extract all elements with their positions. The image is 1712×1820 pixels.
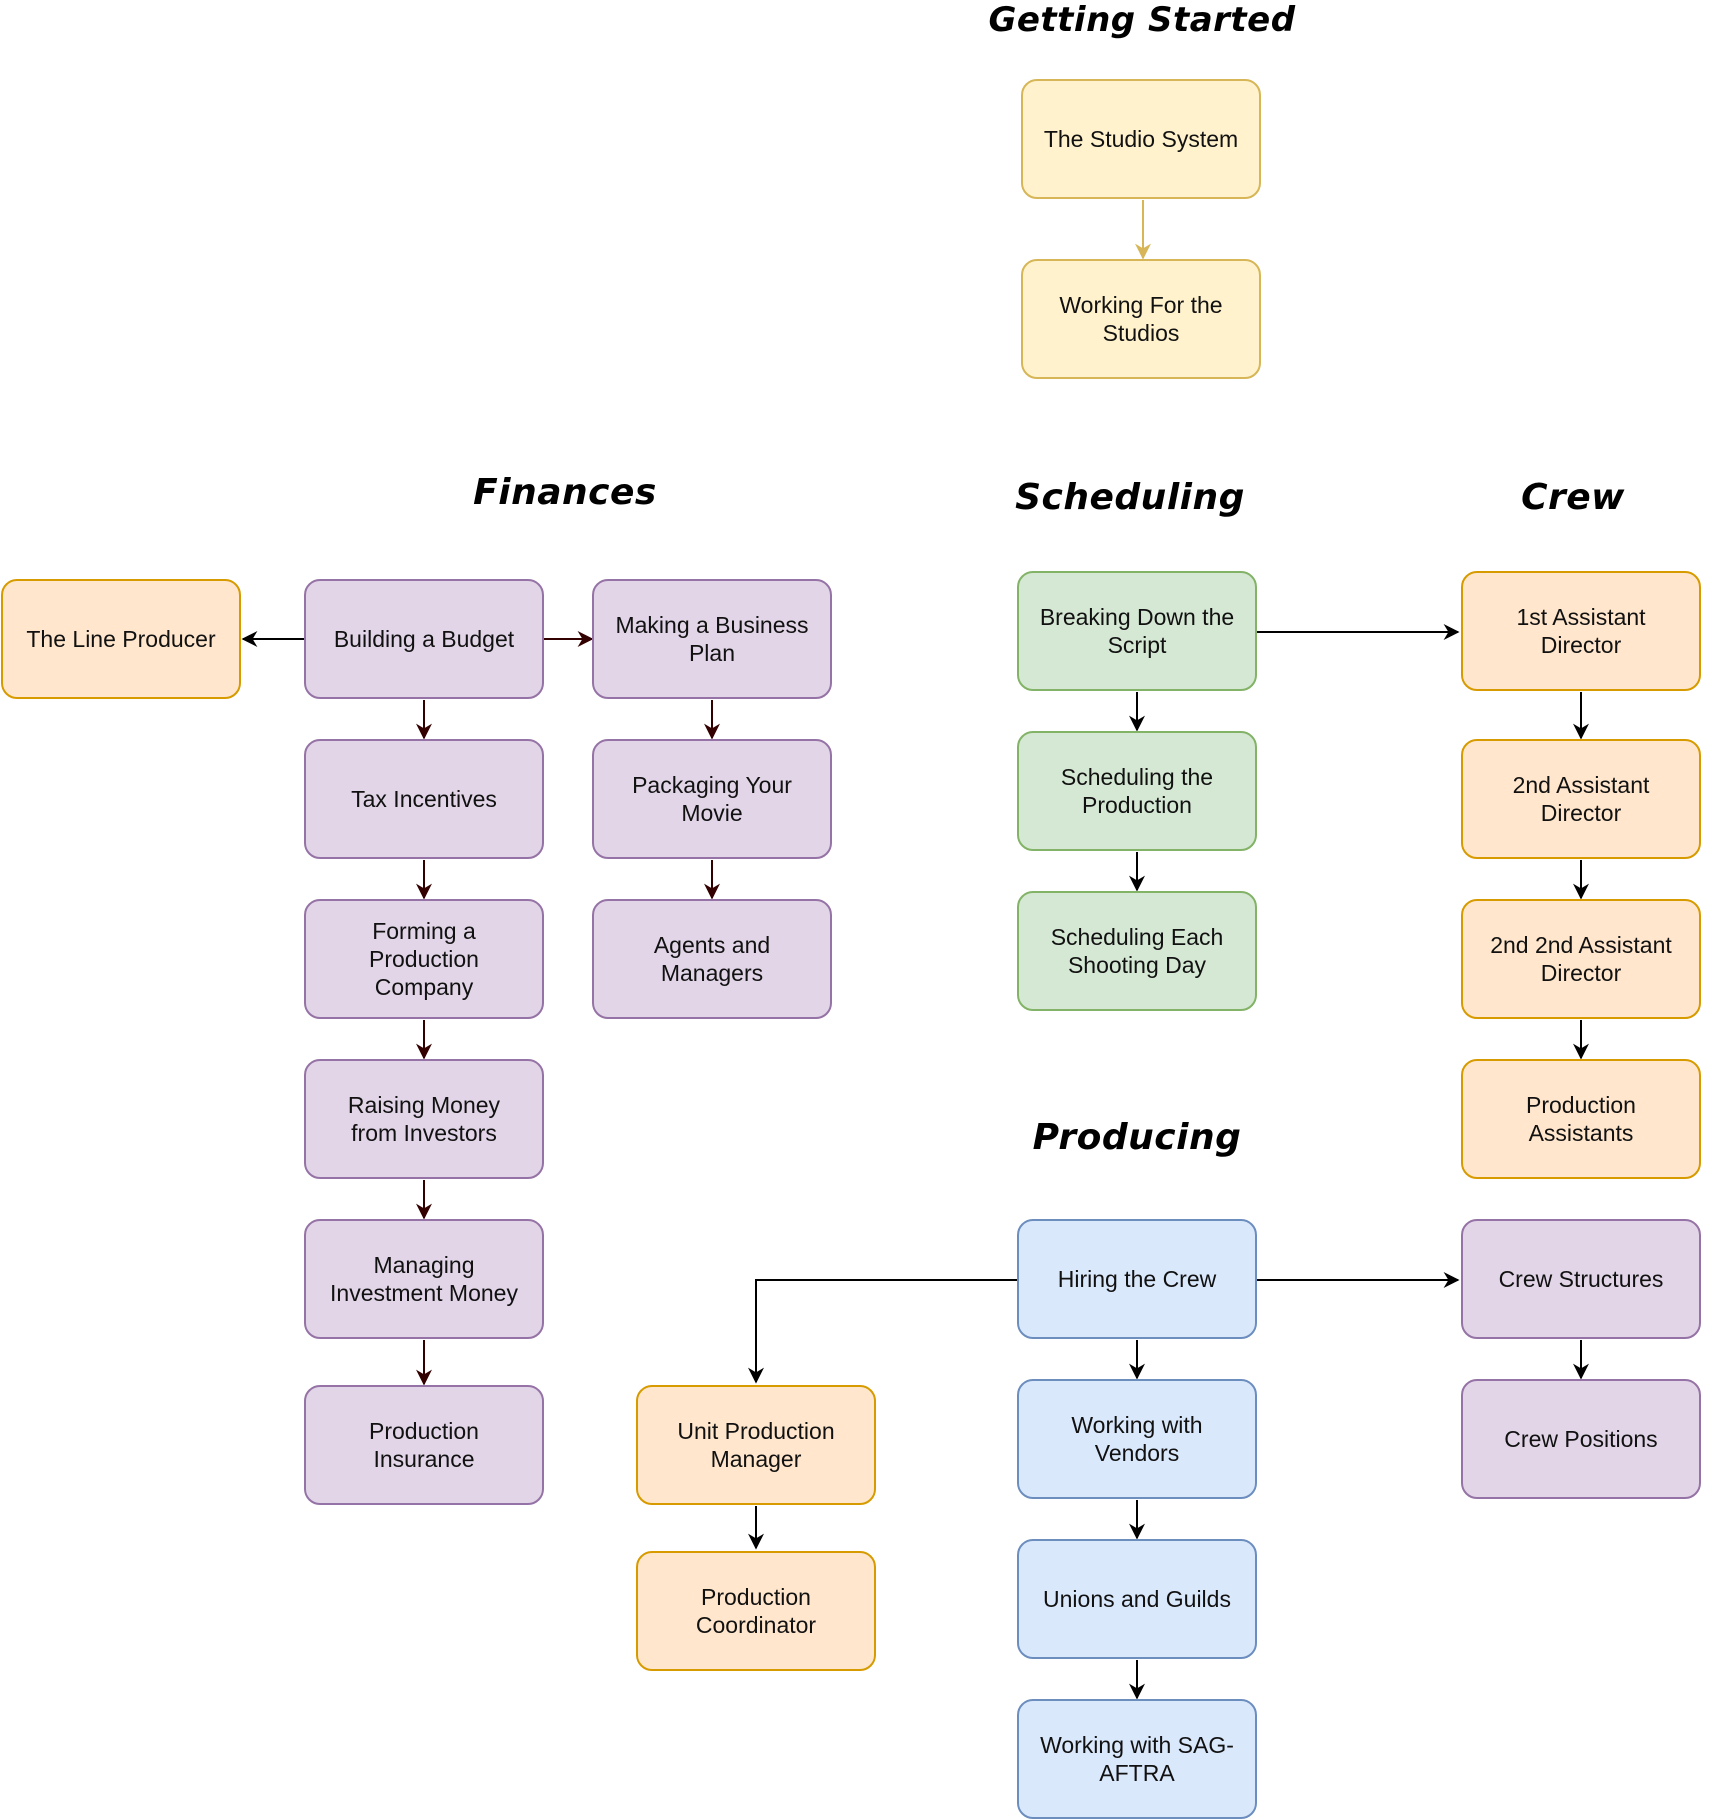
node-building-budget[interactable]: Building a Budget — [304, 579, 544, 699]
node-production-insurance[interactable]: Production Insurance — [304, 1385, 544, 1505]
node-unions-guilds[interactable]: Unions and Guilds — [1017, 1539, 1257, 1659]
section-title-crew: Crew — [1521, 477, 1625, 518]
node-working-for-studios[interactable]: Working For the Studios — [1021, 259, 1261, 379]
node-scheduling-production[interactable]: Scheduling the Production — [1017, 731, 1257, 851]
node-breaking-down-script[interactable]: Breaking Down the Script — [1017, 571, 1257, 691]
node-second-second-assistant-director[interactable]: 2nd 2nd Assistant Director — [1461, 899, 1701, 1019]
node-production-coordinator[interactable]: Production Coordinator — [636, 1551, 876, 1671]
node-crew-structures[interactable]: Crew Structures — [1461, 1219, 1701, 1339]
node-tax-incentives[interactable]: Tax Incentives — [304, 739, 544, 859]
node-managing-money[interactable]: Managing Investment Money — [304, 1219, 544, 1339]
node-production-assistants[interactable]: Production Assistants — [1461, 1059, 1701, 1179]
section-title-producing: Producing — [1032, 1117, 1242, 1158]
node-crew-positions[interactable]: Crew Positions — [1461, 1379, 1701, 1499]
node-hiring-crew[interactable]: Hiring the Crew — [1017, 1219, 1257, 1339]
node-forming-company[interactable]: Forming a Production Company — [304, 899, 544, 1019]
node-working-vendors[interactable]: Working with Vendors — [1017, 1379, 1257, 1499]
node-business-plan[interactable]: Making a Business Plan — [592, 579, 832, 699]
edge-hiring-to-upm — [748, 1279, 1017, 1384]
node-raising-money[interactable]: Raising Money from Investors — [304, 1059, 544, 1179]
node-studio-system[interactable]: The Studio System — [1021, 79, 1261, 199]
node-first-assistant-director[interactable]: 1st Assistant Director — [1461, 571, 1701, 691]
node-unit-production-manager[interactable]: Unit Production Manager — [636, 1385, 876, 1505]
node-agents-managers[interactable]: Agents and Managers — [592, 899, 832, 1019]
section-title-getting-started: Getting Started — [988, 0, 1296, 40]
node-packaging-movie[interactable]: Packaging Your Movie — [592, 739, 832, 859]
section-title-finances: Finances — [473, 472, 657, 513]
node-working-sag-aftra[interactable]: Working with SAG-AFTRA — [1017, 1699, 1257, 1819]
section-title-scheduling: Scheduling — [1015, 477, 1245, 518]
node-second-assistant-director[interactable]: 2nd Assistant Director — [1461, 739, 1701, 859]
node-line-producer[interactable]: The Line Producer — [1, 579, 241, 699]
node-scheduling-each-day[interactable]: Scheduling Each Shooting Day — [1017, 891, 1257, 1011]
